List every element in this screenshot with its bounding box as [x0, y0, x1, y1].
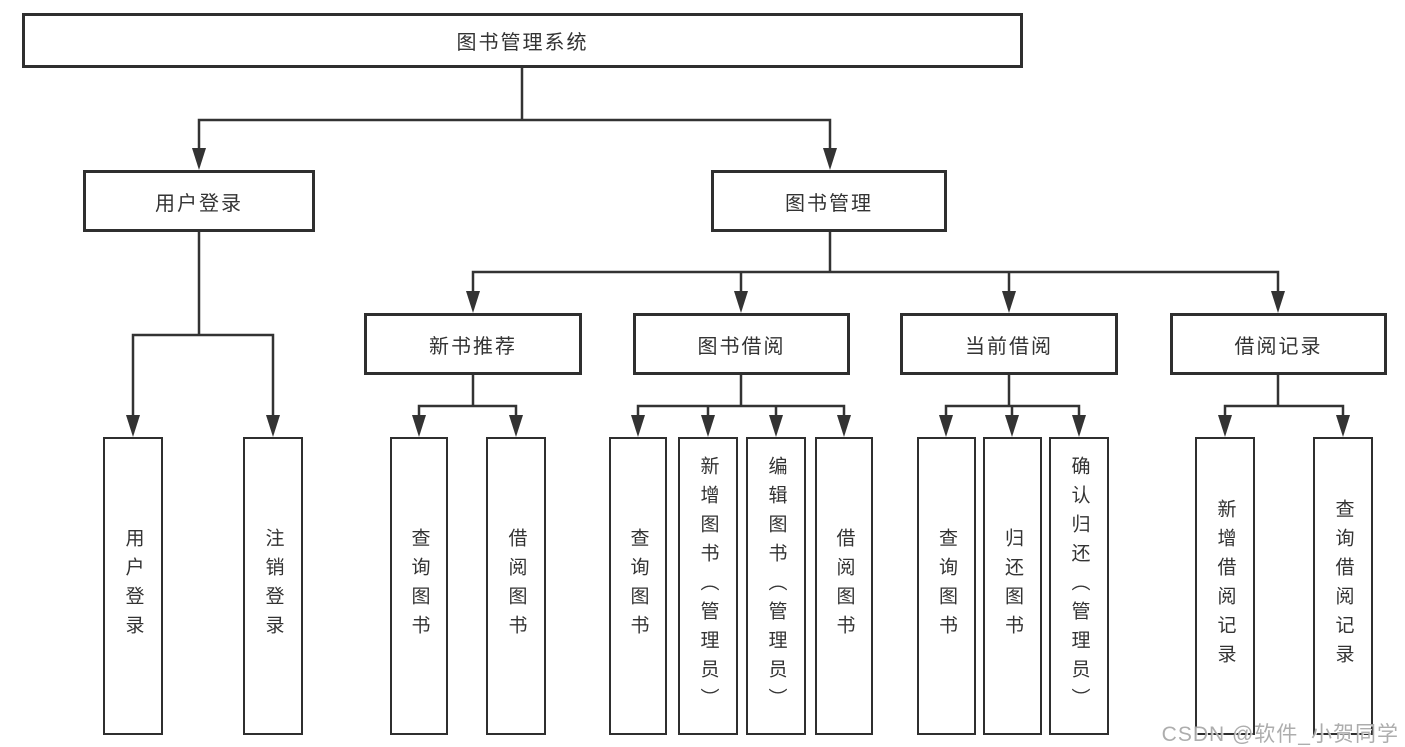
- node-query-books-current: 查询图书: [917, 437, 976, 735]
- node-confirm-return-admin: 确认归还（管理员）: [1049, 437, 1109, 735]
- connector-line: [131, 66, 1345, 422]
- node-return-books-label: 归还图书: [1002, 528, 1023, 644]
- node-query-borrow-record-label: 查询借阅记录: [1332, 499, 1354, 673]
- node-query-books-current-label: 查询图书: [936, 528, 957, 644]
- node-query-books-recommend: 查询图书: [390, 437, 448, 735]
- node-book-borrow: 图书借阅: [633, 313, 850, 375]
- node-user-login: 用户登录: [83, 170, 315, 232]
- node-login: 用户登录: [103, 437, 163, 735]
- node-confirm-return-admin-label: 确认归还（管理员）: [1068, 455, 1090, 717]
- node-logout-label: 注销登录: [262, 528, 284, 644]
- node-root: 图书管理系统: [22, 13, 1023, 68]
- node-book-management: 图书管理: [711, 170, 947, 232]
- node-return-books: 归还图书: [983, 437, 1042, 735]
- node-query-books-borrow: 查询图书: [609, 437, 667, 735]
- node-borrow-books-borrow-label: 借阅图书: [833, 528, 855, 644]
- node-add-borrow-record: 新增借阅记录: [1195, 437, 1255, 735]
- node-query-books-recommend-label: 查询图书: [408, 528, 430, 644]
- node-new-book-recommend: 新书推荐: [364, 313, 582, 375]
- node-current-borrow: 当前借阅: [900, 313, 1118, 375]
- node-add-book-admin: 新增图书（管理员）: [678, 437, 738, 735]
- node-edit-book-admin: 编辑图书（管理员）: [746, 437, 806, 735]
- node-borrow-books-recommend: 借阅图书: [486, 437, 546, 735]
- node-query-borrow-record: 查询借阅记录: [1313, 437, 1373, 735]
- node-login-label: 用户登录: [122, 528, 144, 644]
- watermark: CSDN @软件_小贺同学: [1161, 723, 1399, 746]
- node-edit-book-admin-label: 编辑图书（管理员）: [765, 455, 787, 717]
- node-logout: 注销登录: [243, 437, 303, 735]
- node-borrow-books-recommend-label: 借阅图书: [505, 528, 527, 644]
- node-add-book-admin-label: 新增图书（管理员）: [697, 455, 719, 717]
- node-borrow-books-borrow: 借阅图书: [815, 437, 873, 735]
- node-add-borrow-record-label: 新增借阅记录: [1214, 499, 1236, 673]
- node-borrow-records: 借阅记录: [1170, 313, 1387, 375]
- node-query-books-borrow-label: 查询图书: [627, 528, 649, 644]
- arrowhead-down-icon: [126, 148, 1350, 437]
